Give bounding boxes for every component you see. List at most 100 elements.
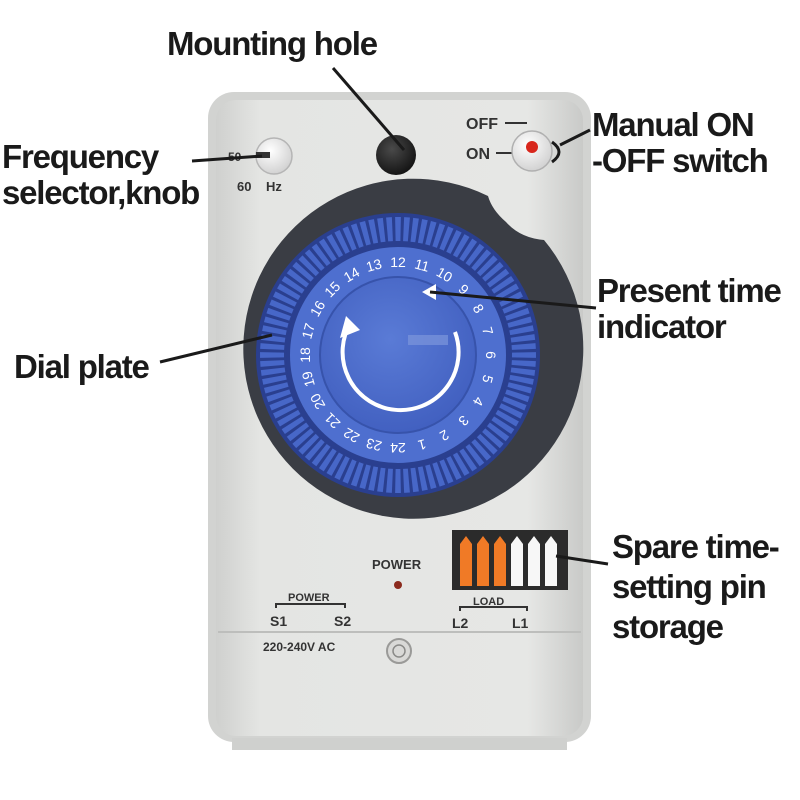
dial-segment[interactable] [377, 467, 386, 493]
spare-pin-storage[interactable] [452, 530, 568, 590]
dial-segment[interactable] [511, 352, 536, 358]
dial-segment[interactable] [452, 452, 470, 476]
dial-segment[interactable] [269, 299, 294, 314]
dial-segment[interactable] [509, 325, 534, 336]
dial-segment[interactable] [439, 226, 454, 251]
dial-segment[interactable] [292, 261, 314, 282]
dial-segment[interactable] [260, 352, 285, 358]
dial-segment[interactable] [505, 307, 530, 321]
dial-segment[interactable] [452, 234, 470, 258]
dial-segment[interactable] [507, 316, 533, 328]
dial-segment[interactable] [459, 448, 478, 472]
dial-segment[interactable] [491, 416, 515, 435]
dial-segment[interactable] [281, 416, 305, 435]
dial-segment[interactable] [292, 428, 314, 449]
dial-segment[interactable] [439, 459, 454, 484]
dial-segment[interactable] [486, 268, 510, 288]
dial-segment[interactable] [350, 223, 364, 248]
spare-pin[interactable] [545, 536, 557, 586]
dial-segment-ring[interactable] [260, 217, 536, 493]
dial-segment[interactable] [263, 316, 289, 328]
dial-segment[interactable] [263, 382, 289, 394]
dial-segment[interactable] [502, 396, 527, 411]
dial-segment[interactable] [272, 403, 297, 419]
dial-segment[interactable] [260, 343, 285, 350]
dial-segment[interactable] [262, 325, 287, 336]
dial-segment[interactable] [311, 443, 331, 467]
dial-segment[interactable] [403, 217, 410, 242]
dial-segment[interactable] [304, 249, 325, 271]
dial-segment[interactable] [272, 291, 297, 307]
dial-segment[interactable] [432, 462, 446, 487]
dial-segment[interactable] [476, 255, 498, 277]
dial-segment[interactable] [417, 219, 428, 244]
dial-segment[interactable] [471, 249, 492, 271]
dial-segment[interactable] [368, 219, 379, 244]
dial-segment[interactable] [471, 439, 492, 461]
dial-segment[interactable] [368, 466, 379, 491]
dial-segment[interactable] [410, 217, 419, 243]
dial-segment[interactable] [260, 367, 286, 376]
dial-segment[interactable] [499, 403, 524, 419]
dial-segment[interactable] [281, 275, 305, 294]
dial-segment[interactable] [277, 283, 301, 301]
dial-segment[interactable] [326, 234, 344, 258]
dial-segment[interactable] [403, 468, 410, 493]
dial-segment[interactable] [502, 299, 527, 314]
dial-segment[interactable] [286, 422, 310, 442]
dial-segment[interactable] [359, 220, 371, 246]
dial-segment[interactable] [342, 226, 357, 251]
manual-switch[interactable] [511, 130, 553, 172]
dial-segment[interactable] [334, 456, 350, 481]
dial-segment[interactable] [432, 223, 446, 248]
dial-segment[interactable] [266, 307, 291, 321]
dial-segment[interactable] [507, 382, 533, 394]
dial-segment[interactable] [465, 243, 485, 267]
dial-segment[interactable] [311, 243, 331, 267]
dial-segment[interactable] [304, 439, 325, 461]
dial-segment[interactable] [334, 229, 350, 254]
spare-pin[interactable] [494, 536, 506, 586]
dial-segment[interactable] [495, 409, 519, 427]
dial-segment[interactable] [510, 367, 536, 376]
dial-segment[interactable] [425, 220, 437, 246]
dial-segment[interactable] [377, 217, 386, 243]
dial-segment[interactable] [459, 238, 478, 262]
dial-segment[interactable] [298, 433, 320, 455]
dial-segment[interactable] [350, 462, 364, 487]
dial-segment[interactable] [482, 261, 504, 282]
dial-segment[interactable] [446, 456, 462, 481]
dial-segment[interactable] [386, 468, 393, 493]
dial-segment[interactable] [318, 238, 337, 262]
dial-segment[interactable] [277, 409, 301, 427]
dial-segment[interactable] [359, 464, 371, 490]
dial-segment[interactable] [511, 360, 536, 367]
dial-segment[interactable] [510, 334, 536, 343]
dial-segment[interactable] [495, 283, 519, 301]
dial-segment[interactable] [509, 374, 534, 385]
dial-segment[interactable] [486, 422, 510, 442]
dial-segment[interactable] [410, 467, 419, 493]
dial-segment[interactable] [491, 275, 515, 294]
dial-segment[interactable] [505, 389, 530, 403]
dial-segment[interactable] [266, 389, 291, 403]
dial-segment[interactable] [395, 468, 401, 493]
dial-segment[interactable] [476, 433, 498, 455]
dial-segment[interactable] [262, 374, 287, 385]
dial-segment[interactable] [298, 255, 320, 277]
dial-segment[interactable] [417, 466, 428, 491]
dial-segment[interactable] [395, 217, 401, 242]
dial-segment[interactable] [465, 443, 485, 467]
dial-segment[interactable] [482, 428, 504, 449]
dial-segment[interactable] [269, 396, 294, 411]
dial-segment[interactable] [286, 268, 310, 288]
dial-segment[interactable] [326, 452, 344, 476]
spare-pins[interactable] [460, 536, 557, 586]
spare-pin[interactable] [528, 536, 540, 586]
dial-segment[interactable] [318, 448, 337, 472]
dial-segment[interactable] [446, 229, 462, 254]
dial-segment[interactable] [386, 217, 393, 242]
spare-pin[interactable] [511, 536, 523, 586]
dial-segment[interactable] [260, 360, 285, 367]
dial-segment[interactable] [511, 343, 536, 350]
